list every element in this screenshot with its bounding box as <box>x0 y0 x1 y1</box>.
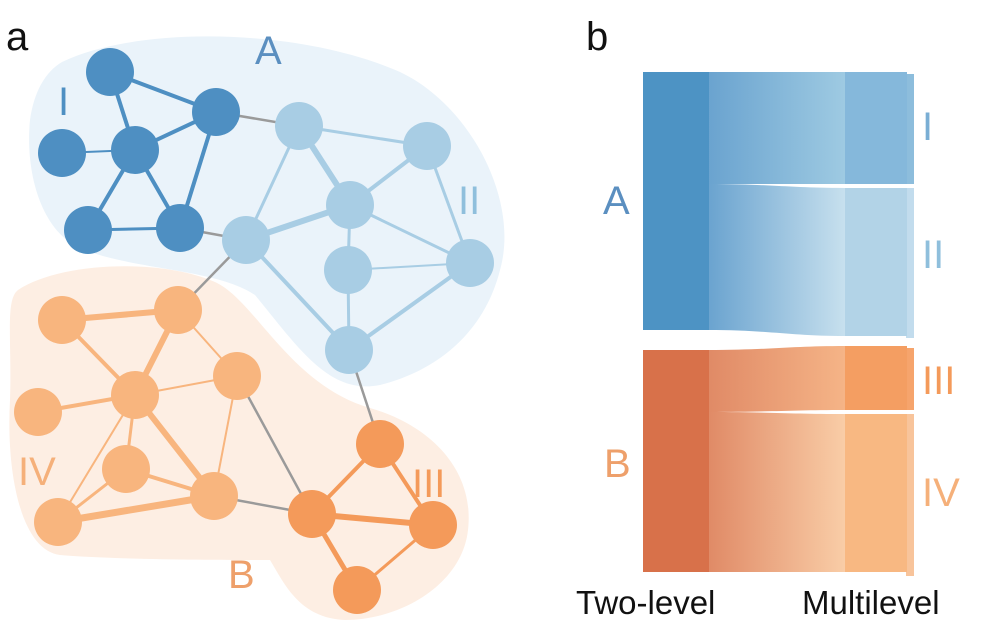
bar-B <box>643 350 709 572</box>
module-A-hull <box>29 36 505 387</box>
module-B-hull <box>9 266 469 620</box>
node <box>154 286 202 334</box>
node <box>86 48 134 96</box>
node <box>14 388 62 436</box>
bar-I <box>845 72 907 184</box>
bar-II <box>845 188 907 336</box>
node <box>333 566 381 614</box>
node <box>275 102 323 150</box>
flow-B-to-III <box>708 346 845 412</box>
module-IV-nodes <box>14 286 261 546</box>
bar-A <box>643 72 709 330</box>
node <box>38 129 86 177</box>
flow-label-II: II <box>922 233 944 277</box>
flow-label-B: B <box>604 442 631 486</box>
flow-label-III: III <box>922 359 955 403</box>
node <box>403 122 451 170</box>
panel-b: b A B I II III IV Two-level Multilevel <box>576 15 960 621</box>
module-label-IV: IV <box>18 450 56 494</box>
panel-b-letter: b <box>586 15 608 59</box>
bar-shadow <box>906 348 914 410</box>
flow-B-to-IV <box>708 412 845 572</box>
module-III-nodes <box>288 420 457 614</box>
module-label-B: B <box>228 553 255 597</box>
node <box>446 239 494 287</box>
bar-III <box>845 346 907 410</box>
edge <box>244 238 351 352</box>
bar-IV <box>845 414 907 572</box>
axis-label-multilevel: Multilevel <box>802 584 940 621</box>
panel-a-letter: a <box>6 15 29 59</box>
node <box>356 420 404 468</box>
node <box>324 246 372 294</box>
node <box>111 371 159 419</box>
node <box>64 206 112 254</box>
node <box>156 204 204 252</box>
module-label-III: III <box>412 462 445 506</box>
bar-shadow <box>906 74 914 184</box>
node <box>190 472 238 520</box>
module-II-nodes <box>222 102 494 374</box>
node <box>325 326 373 374</box>
flow-label-A: A <box>603 179 630 223</box>
bar-shadow <box>906 414 914 576</box>
flow-label-I: I <box>922 105 933 149</box>
bar-shadow <box>906 188 914 338</box>
node <box>213 352 261 400</box>
node <box>409 501 457 549</box>
panel-a: a <box>6 15 505 620</box>
node <box>34 498 82 546</box>
edge <box>347 261 472 352</box>
module-label-II: II <box>458 179 480 223</box>
flow-A-to-I <box>708 72 845 184</box>
edge <box>57 394 136 523</box>
flow-A-to-II <box>708 184 845 336</box>
node <box>102 445 150 493</box>
module-label-A: A <box>255 29 282 73</box>
node <box>111 126 159 174</box>
edge <box>235 375 314 515</box>
axis-label-two-level: Two-level <box>576 584 715 621</box>
module-label-I: I <box>58 80 69 124</box>
node <box>192 88 240 136</box>
node <box>38 296 86 344</box>
node <box>222 216 270 264</box>
node <box>288 490 336 538</box>
module-I-nodes <box>38 48 240 254</box>
node <box>326 181 374 229</box>
edge <box>54 492 218 526</box>
flow-label-IV: IV <box>922 471 960 515</box>
